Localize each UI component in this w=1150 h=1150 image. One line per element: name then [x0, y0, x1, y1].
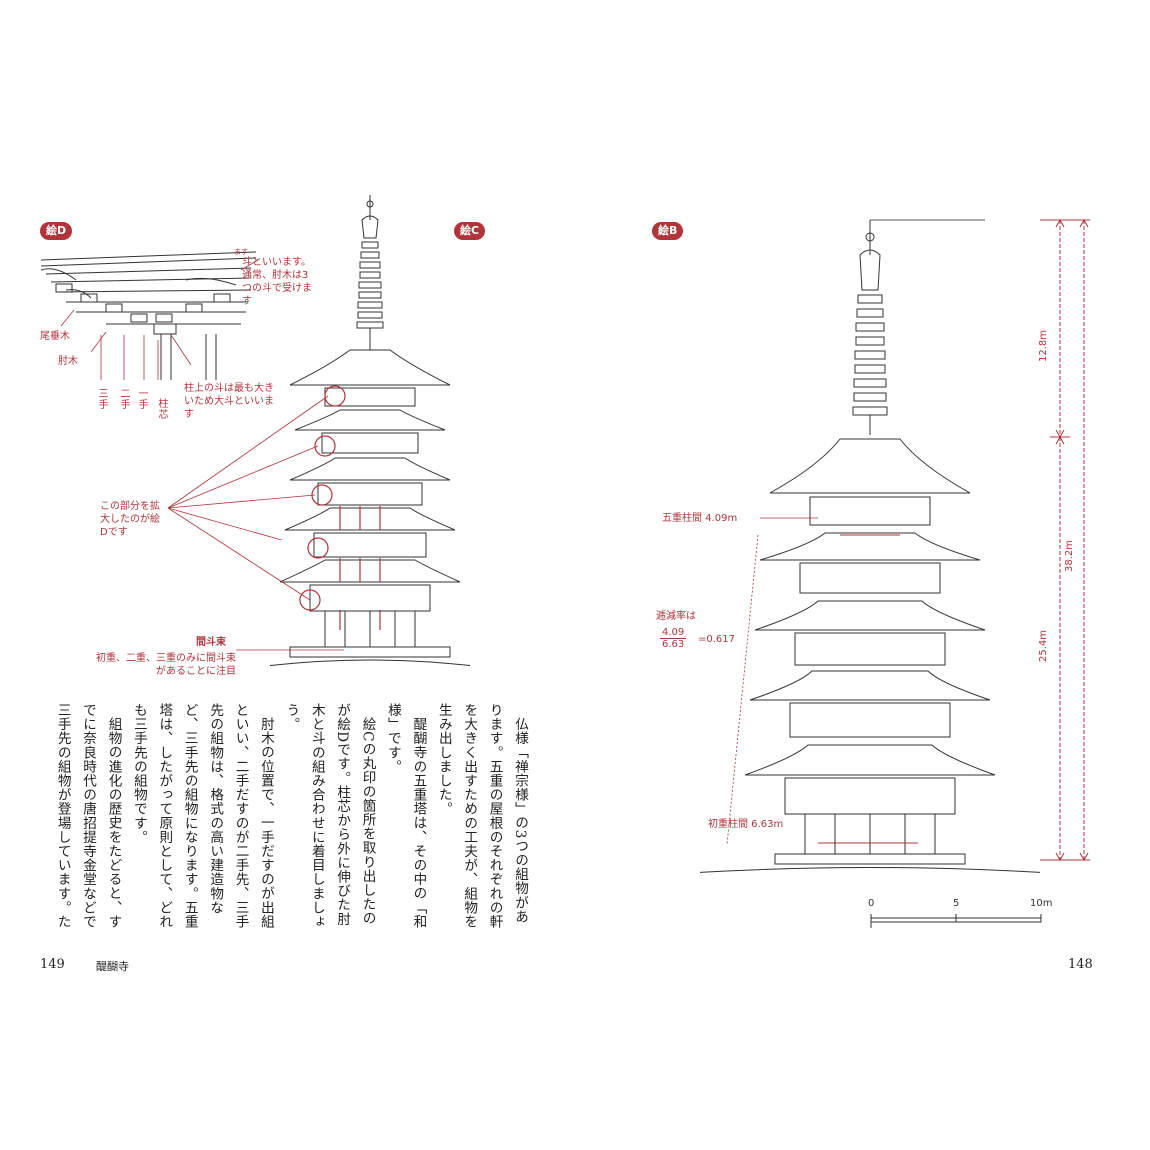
pagoda-elevation-large [700, 220, 1040, 873]
fifth-bay-leader [760, 517, 818, 519]
total-height-label: 38.2m [1064, 540, 1075, 573]
body-text: 仏様「禅宗様」の3つの組物があります。五重の屋根のそれぞれの軒を大きく出すための… [49, 703, 532, 933]
kentogumi-label: 間斗束 [196, 637, 226, 648]
fraction-result: =0.617 [698, 634, 736, 645]
bracket-detail-drawing [40, 251, 259, 380]
pagoda-elevation-small [270, 195, 470, 667]
fraction-denominator: 6.63 [662, 639, 685, 650]
mitesaki-label: 三手 [96, 388, 107, 410]
body-height-label: 25.4m [1038, 630, 1049, 663]
running-head: 醍醐寺 [96, 960, 129, 973]
enlarge-leader-lines [167, 395, 329, 540]
scale-0: 0 [868, 898, 875, 909]
enlarge-callout-text: この部分を拡大したのが絵Dです [100, 501, 160, 538]
teigen-label: 逓減率は [656, 611, 696, 622]
kentogumi-note-text: 初重、二重、三重のみに間斗束があることに注目 [96, 653, 236, 677]
enlarge-callout: この部分を拡大したのが絵Dです [100, 500, 166, 539]
futatesaki-label: 二手 [118, 388, 129, 410]
enlarge-leader-lines-lower [167, 507, 311, 601]
right-folio: 148 [1068, 957, 1093, 972]
hitotesaki-label: 一手 [136, 388, 147, 410]
height-dimensions [1040, 218, 1090, 862]
daito-callout-text: 柱上の斗は最も大きいため大斗といいます [184, 383, 274, 420]
odaruki-label: 尾垂木 [40, 331, 70, 342]
body-paragraph: 肘木の位置で、一手だすのが出組といい、二手だすのが二手先、三手先の組物は、格式の… [130, 703, 274, 929]
scale-10: 10m [1030, 898, 1053, 909]
teigen-dotted-line [726, 534, 759, 846]
fifth-bay-label: 五重柱間 4.09m [662, 513, 738, 524]
figure-d-badge: 絵D [40, 222, 73, 240]
hijiki-label: 肘木 [58, 356, 78, 367]
daito-callout: 柱上の斗は最も大きいため大斗といいます [184, 382, 274, 421]
hashirashin-label: 柱芯 [156, 398, 167, 420]
dimension-lines [870, 219, 985, 221]
body-paragraph: 仏様「禅宗様」の3つの組物があります。五重の屋根のそれぞれの軒を大きく出すための… [435, 703, 528, 929]
masugumi-ruby: ます [234, 248, 248, 256]
left-folio: 149 [40, 957, 65, 972]
scale-5: 5 [953, 898, 960, 909]
figure-c-badge: 絵C [454, 222, 486, 240]
figure-b-badge: 絵B [652, 222, 684, 240]
kentogumi-note: 初重、二重、三重のみに間斗束があることに注目 [96, 652, 236, 678]
masugumi-callout: 斗といいます。通常、肘木は3つの斗で受けます [242, 256, 318, 308]
body-paragraph: 組物の進化の歴史をたどると、すでに奈良時代の唐招提寺金堂などで三手先の組物が登場… [54, 703, 122, 929]
body-paragraph: 醍醐寺の五重塔は、その中の「和様」です。 [384, 703, 427, 929]
body-paragraph: 絵Cの丸印の箇所を取り出したのが絵Dです。柱芯から外に伸びた肘木と斗の組み合わせ… [283, 703, 376, 929]
fraction-numerator: 4.09 [660, 627, 687, 639]
spire-height-label: 12.8m [1038, 330, 1049, 363]
first-bay-label: 初重柱間 6.63m [708, 819, 784, 830]
masugumi-callout-text: 斗といいます。通常、肘木は3つの斗で受けます [242, 257, 312, 307]
scale-bar [870, 914, 1042, 928]
kentogumi-leader [236, 649, 344, 651]
teigen-fraction: 4.09 6.63 [660, 627, 687, 650]
